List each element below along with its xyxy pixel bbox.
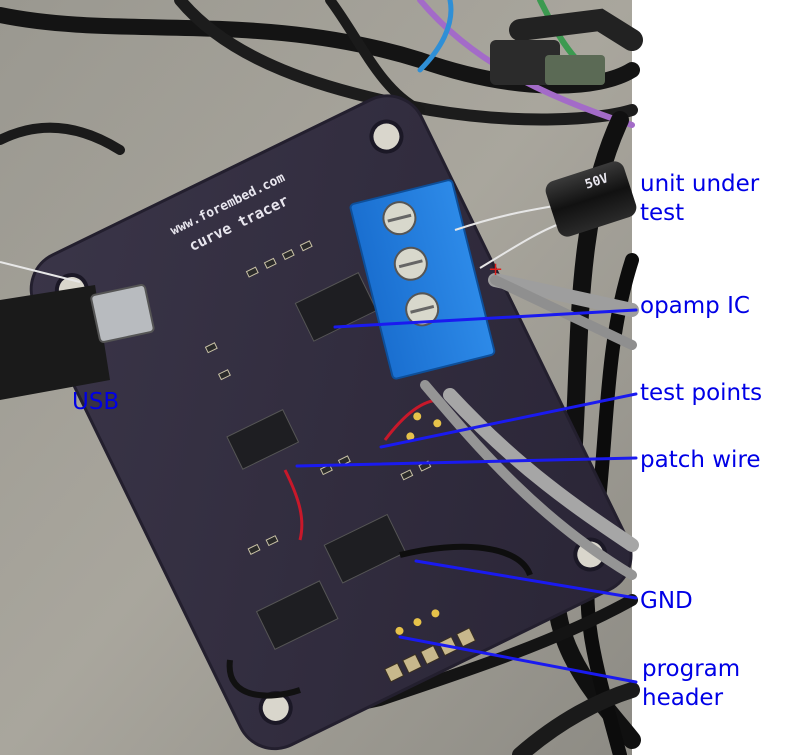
usb-cable [0, 261, 155, 400]
label-program-header: program header [642, 656, 741, 711]
label-test-points: test points [640, 380, 763, 406]
annotation-lines [295, 308, 638, 684]
pcb-board: www.forembed.com curve tracer [29, 94, 633, 751]
photo: www.forembed.com curve tracer [0, 0, 643, 755]
plus-marker: + [488, 259, 503, 280]
program-header-pins [384, 627, 477, 683]
capacitor: 50V [454, 161, 637, 269]
label-opamp-ic: opamp IC [640, 293, 750, 319]
pcb-substrate [29, 94, 633, 751]
pointer-gnd [414, 559, 638, 600]
connector-block-top [490, 40, 560, 85]
gnd-wire [399, 543, 533, 577]
capacitor-print: 50V [583, 171, 610, 193]
ic-u2-b [255, 580, 339, 651]
ic-u2-a [323, 513, 407, 584]
test-point-pads [395, 412, 442, 635]
pointer-testpoints [379, 392, 638, 449]
mount-hole [369, 119, 404, 154]
probe-leads [420, 273, 639, 580]
ic-u3 [226, 409, 300, 470]
label-unit-under-test: unit under test [640, 171, 760, 226]
usb-plug-metal [90, 284, 155, 343]
label-patch-wire: patch wire [640, 447, 761, 473]
pointer-header [398, 635, 638, 684]
connector-block-top-2 [545, 55, 605, 85]
label-gnd: GND [640, 588, 693, 614]
label-usb: USB [72, 389, 120, 415]
pointer-opamp [333, 308, 638, 329]
pointer-patch [295, 456, 638, 468]
